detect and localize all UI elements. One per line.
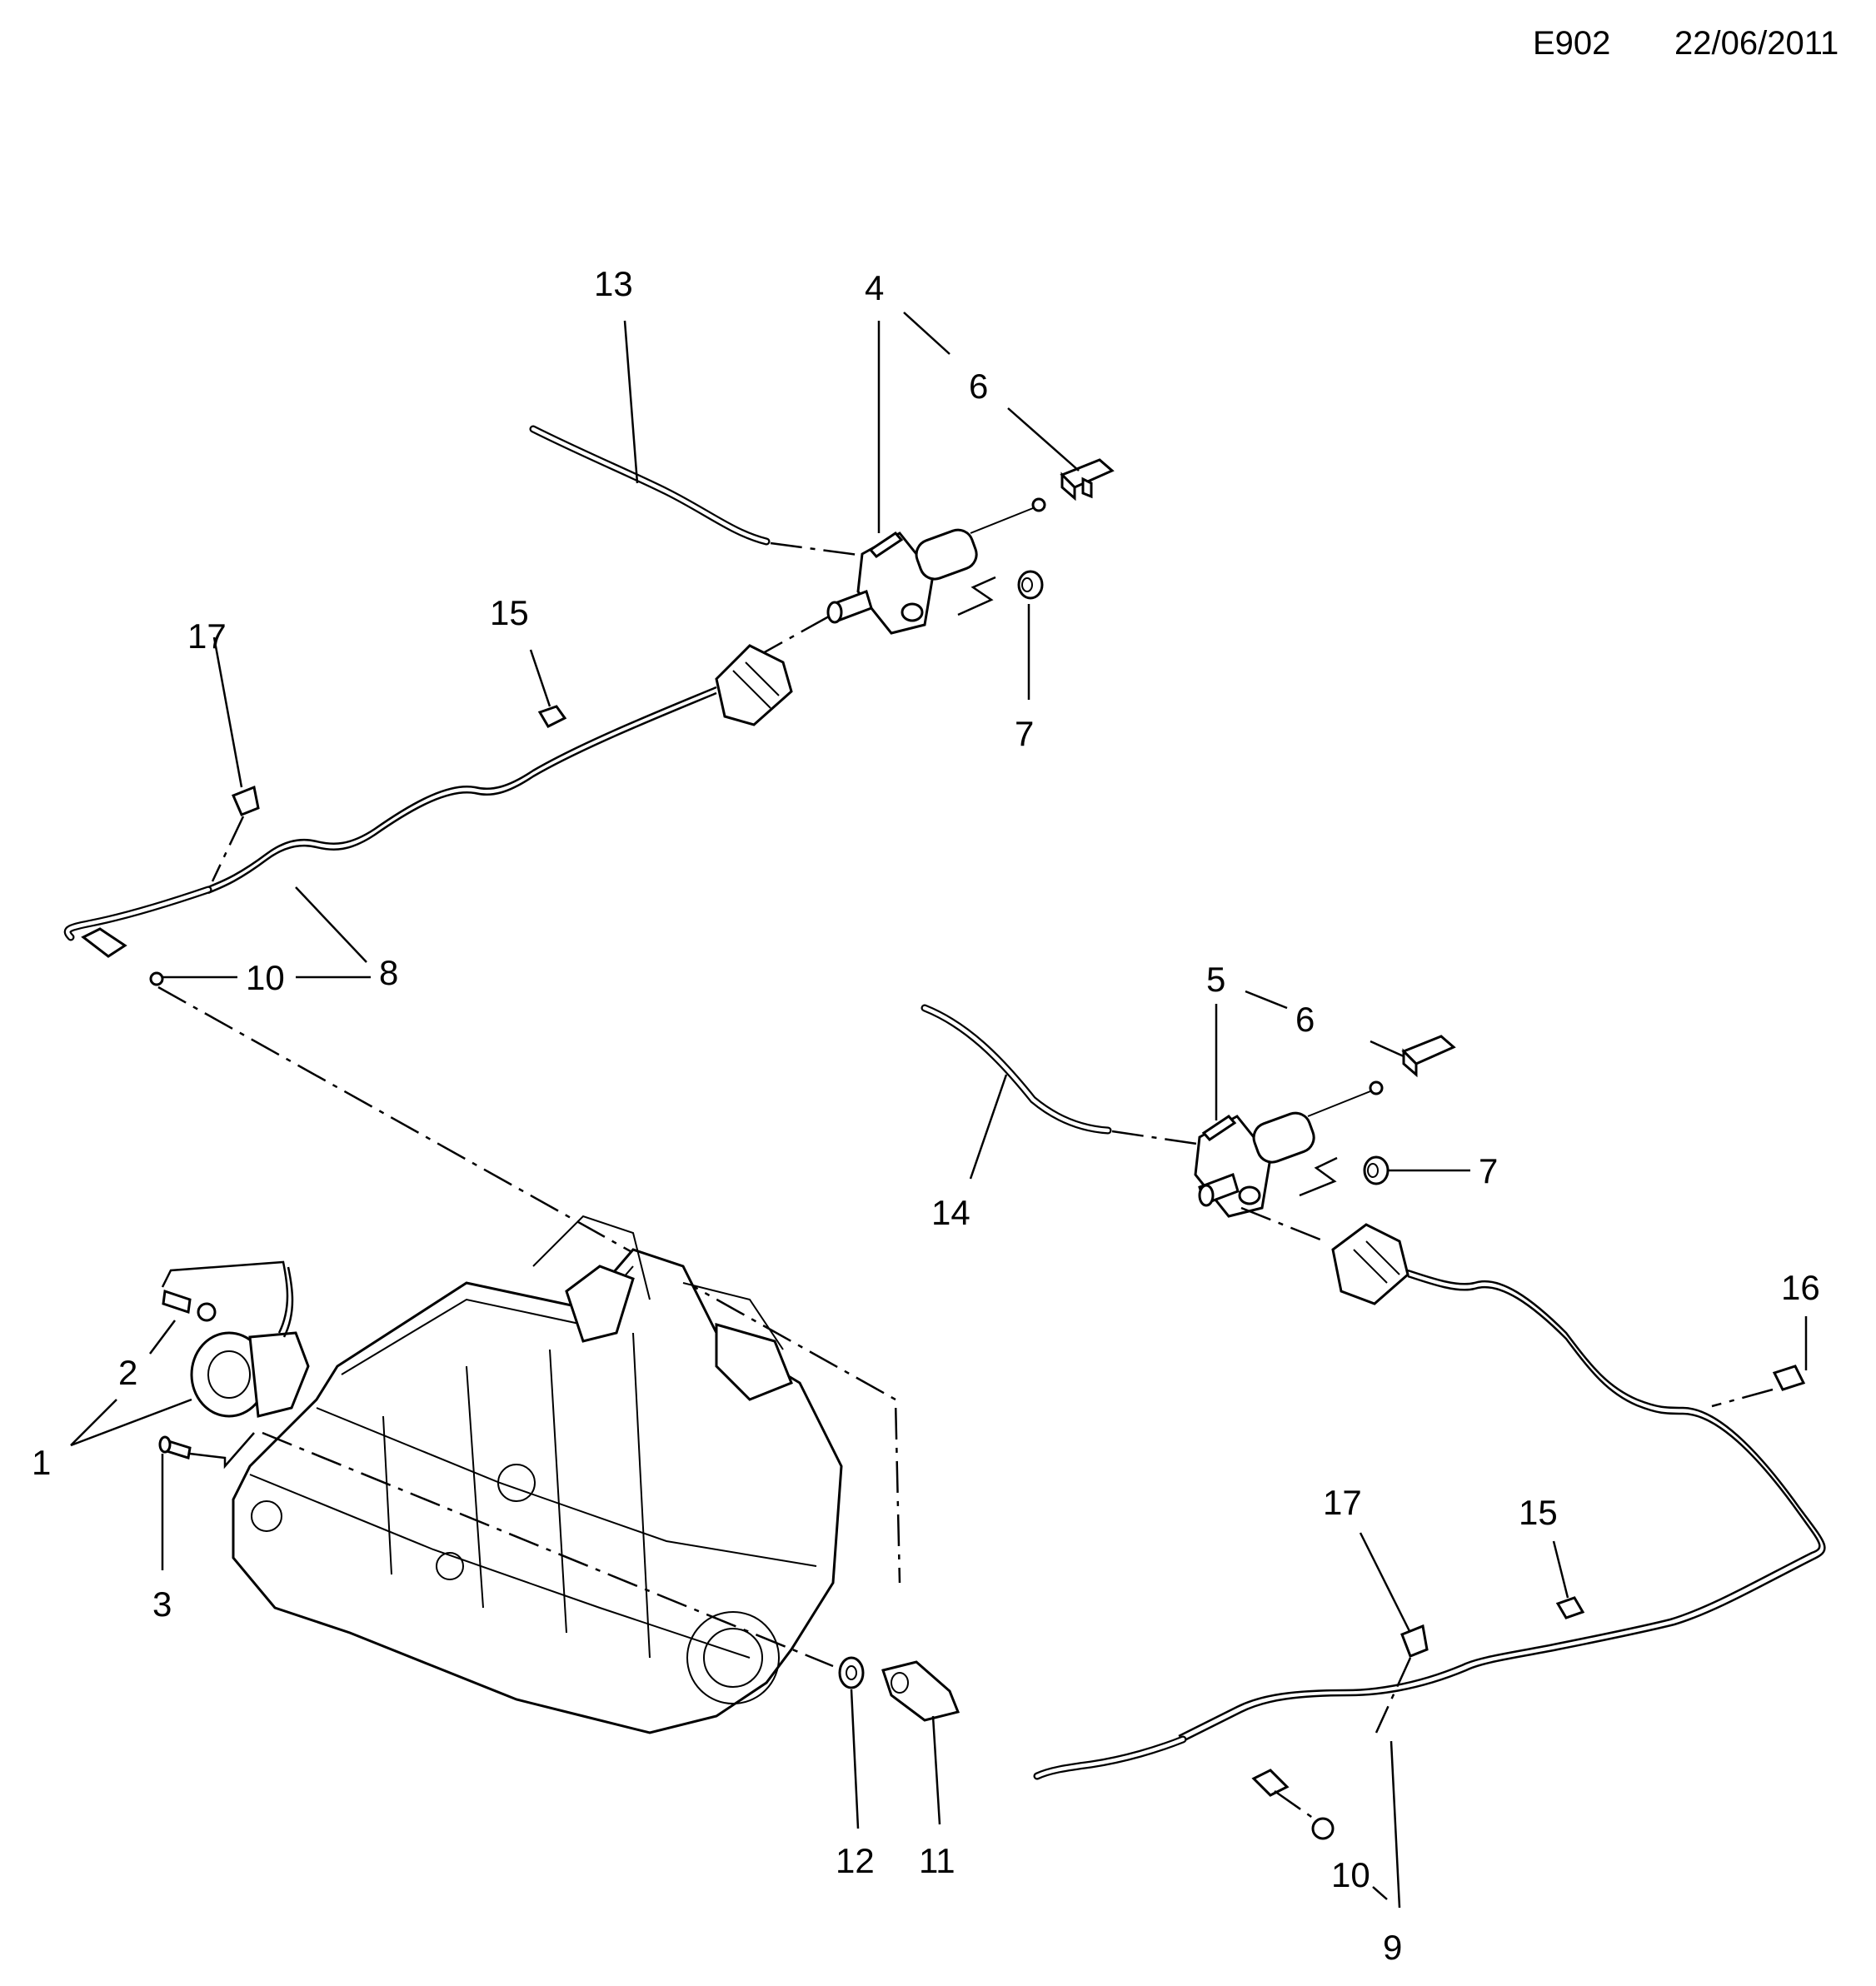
callout-9: 9 — [1383, 1928, 1402, 1967]
upper-clutch-assembly — [63, 425, 1115, 1584]
clip-part-6-lower — [1401, 1035, 1456, 1078]
callout-6-lower: 6 — [1295, 1000, 1315, 1039]
master-cylinder-part-4 — [826, 497, 1046, 635]
callout-10-lower: 10 — [1331, 1855, 1370, 1894]
callout-15-upper: 15 — [490, 593, 529, 632]
callout-14: 12 — [836, 1841, 875, 1880]
o-ring-part-10-lower — [1311, 1817, 1335, 1840]
hose-part-12 — [921, 1004, 1112, 1135]
callout-1: 1 — [32, 1443, 51, 1482]
nut-part-7-upper — [1017, 570, 1044, 600]
bleeder-screw-part-2 — [162, 1290, 217, 1322]
callout-13: 11 — [919, 1841, 955, 1880]
o-ring-part-10-upper — [149, 971, 164, 986]
pipe-part-9 — [1033, 1206, 1826, 1797]
diagram-date: 22/06/2011 — [1674, 25, 1839, 62]
callout-17-lower: 17 — [1323, 1483, 1362, 1522]
callout-12: 14 — [931, 1193, 970, 1232]
callout-3: 3 — [152, 1584, 172, 1624]
leader-lines — [70, 312, 1808, 1909]
hose-part-11 — [529, 425, 771, 546]
slave-cylinder-part-1 — [161, 1260, 310, 1418]
callout-7-lower: 7 — [1479, 1151, 1498, 1190]
master-cylinder-part-5 — [1194, 1080, 1384, 1218]
bolt-part-3 — [158, 1435, 192, 1460]
callout-15-lower: 15 — [1519, 1493, 1558, 1532]
pipe-part-8 — [63, 615, 830, 958]
callout-labels: 4 13 6 7 17 15 10 8 5 6 7 14 16 17 15 10… — [32, 264, 1820, 1967]
callout-4: 4 — [865, 268, 884, 307]
ring-part-14 — [838, 1656, 865, 1689]
callout-7-upper: 7 — [1015, 714, 1034, 753]
lower-clutch-assembly — [921, 1004, 1826, 1840]
callout-6-upper: 6 — [969, 367, 988, 406]
diagram-code: E902 — [1533, 25, 1611, 62]
callout-10-upper: 10 — [246, 958, 285, 997]
clip-part-6-upper — [1060, 458, 1115, 501]
clip-part-16 — [1772, 1365, 1806, 1391]
callout-2: 2 — [118, 1353, 137, 1392]
clip-part-17-upper — [232, 785, 260, 816]
callout-5: 5 — [1206, 960, 1225, 999]
callout-11: 13 — [594, 264, 633, 303]
clip-part-15-lower — [1555, 1596, 1585, 1619]
callout-17-upper: 17 — [187, 616, 227, 656]
callout-8: 8 — [379, 953, 398, 992]
adapter-part-13 — [881, 1660, 960, 1722]
clip-part-15-upper — [537, 705, 567, 728]
clip-part-17-lower — [1400, 1624, 1429, 1658]
nut-part-7-lower — [1363, 1155, 1390, 1185]
callout-16: 16 — [1781, 1268, 1820, 1307]
transmission-housing — [232, 1215, 843, 1734]
